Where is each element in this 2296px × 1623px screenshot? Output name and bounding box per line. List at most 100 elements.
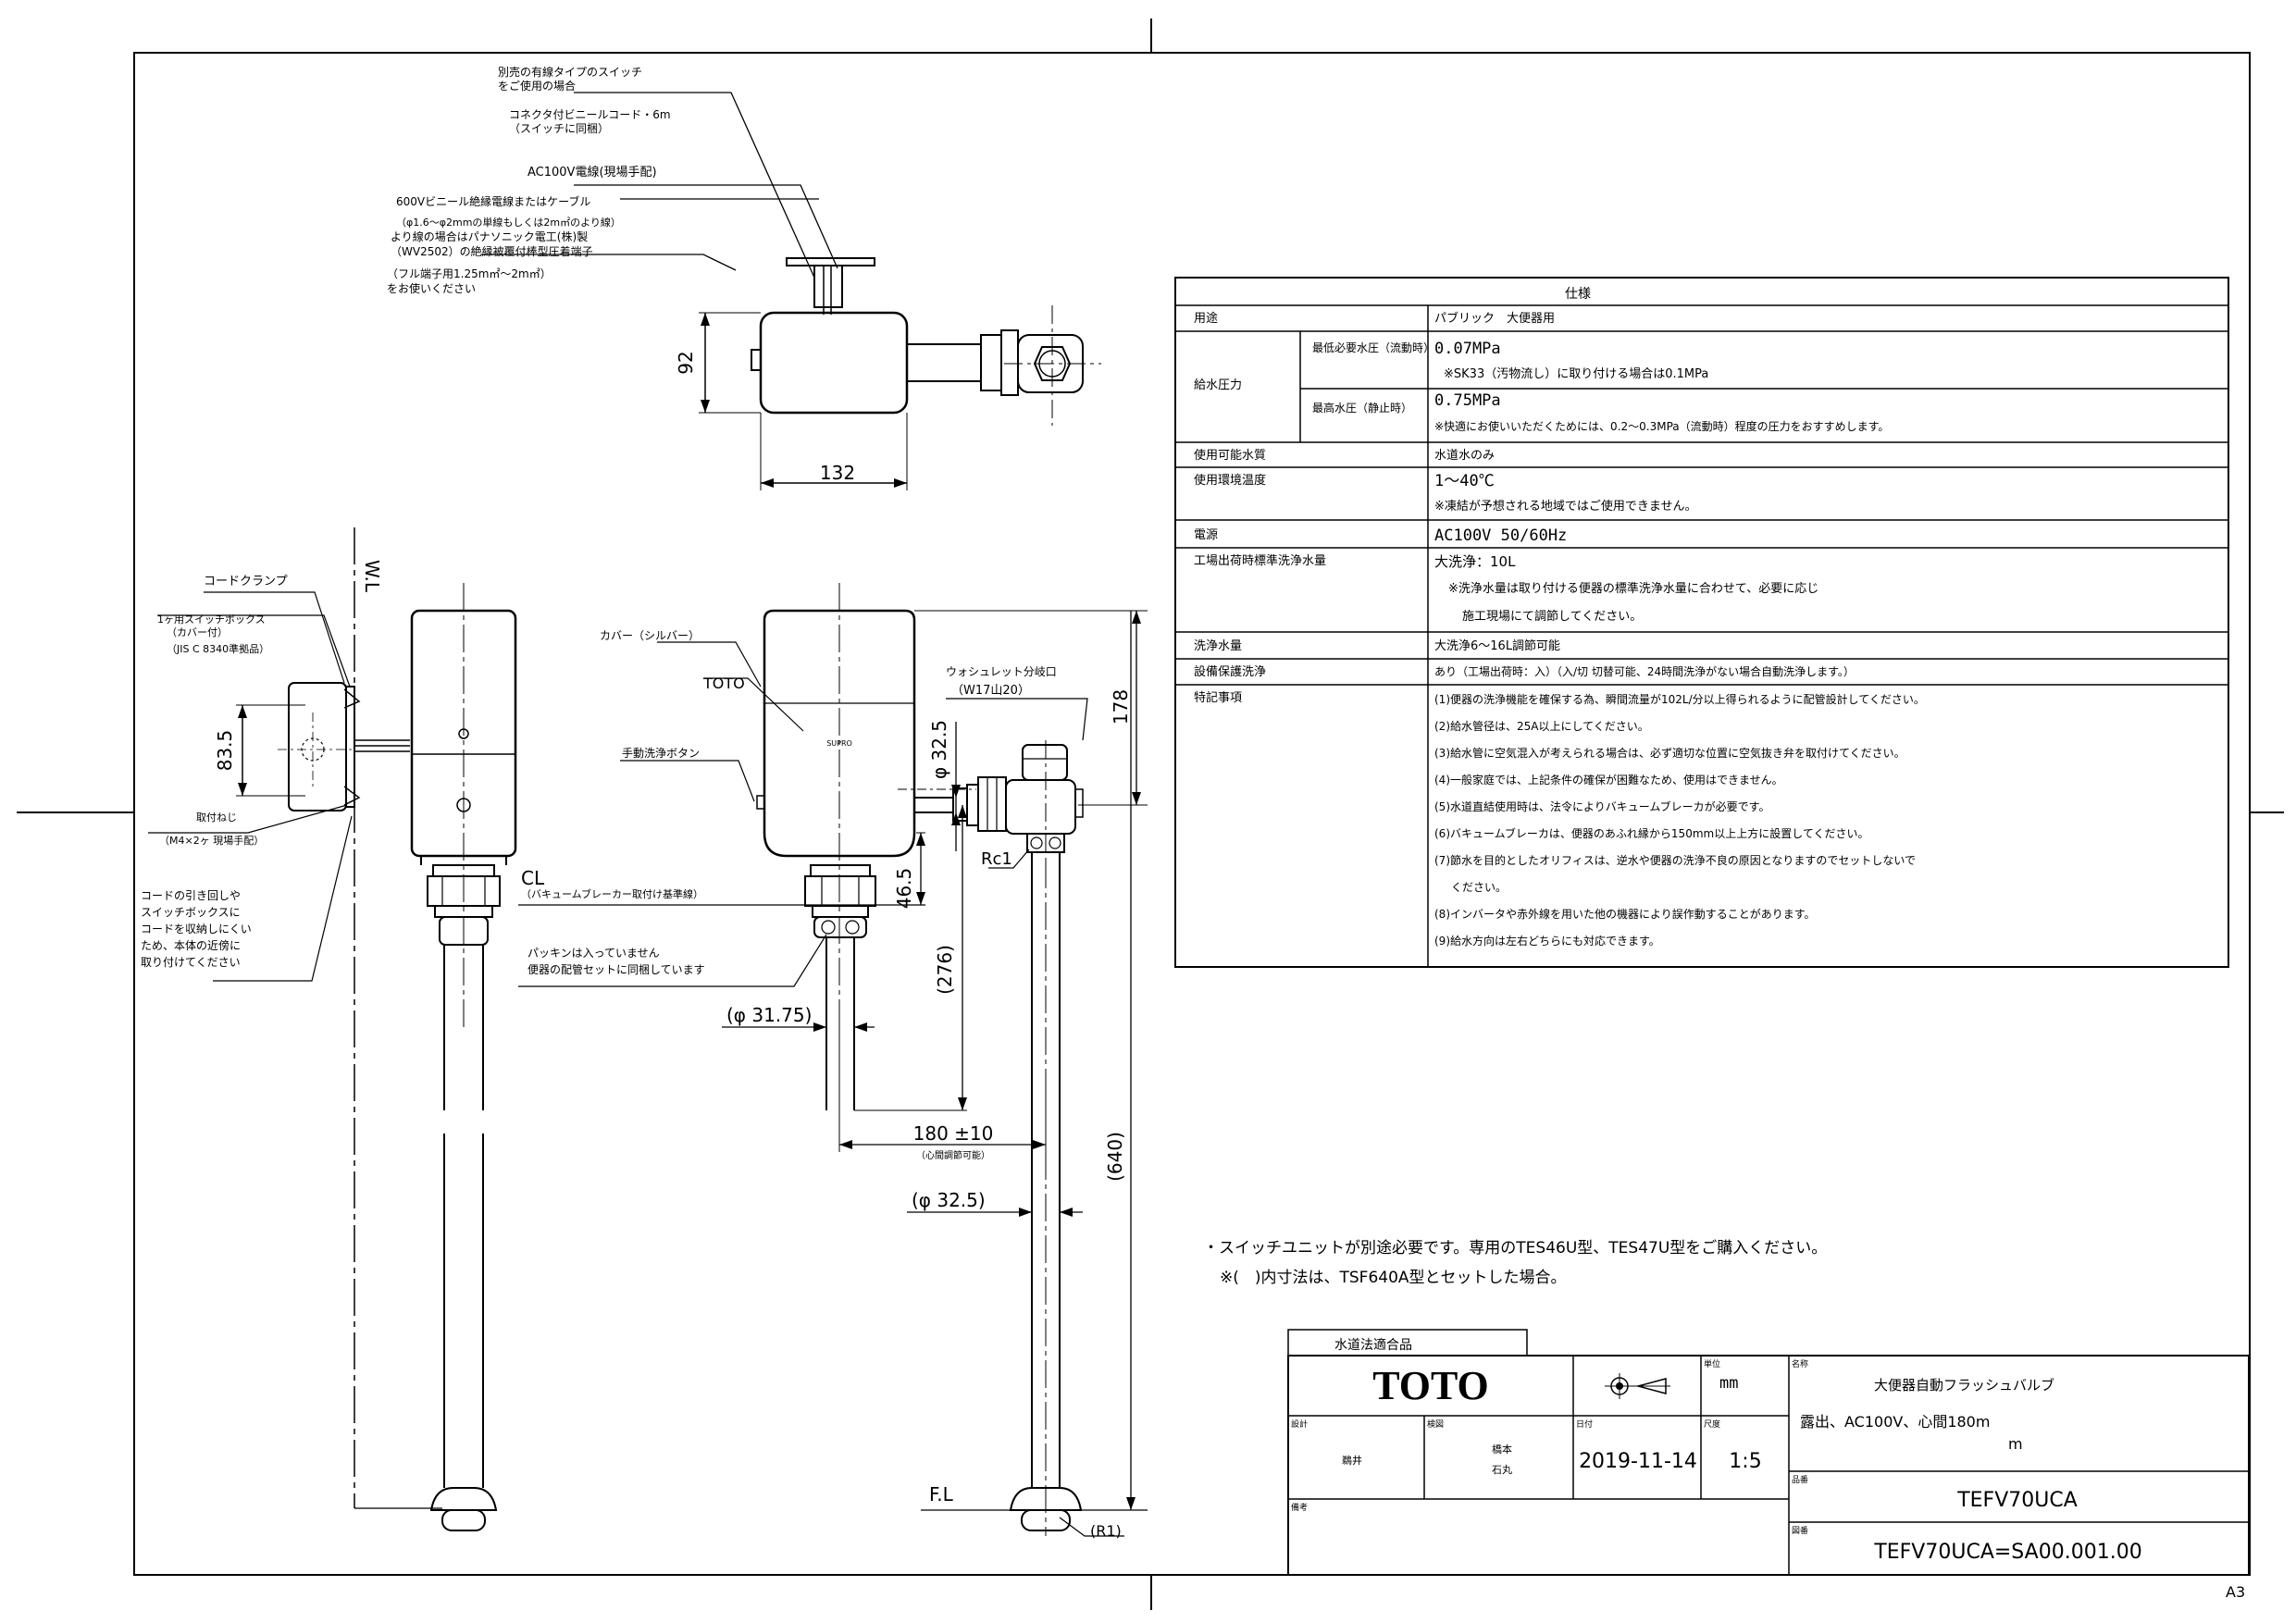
drawing-number: TEFV70UCA=SA00.001.00 bbox=[1873, 1541, 2141, 1564]
cl-label: CL bbox=[521, 867, 545, 889]
spec-val-use: パブリック 大便器用 bbox=[1434, 311, 1555, 326]
dim-178: 178 bbox=[1110, 689, 1132, 725]
cord-note-line5: 取り付けてください bbox=[141, 956, 241, 969]
spec-note-7b: ください。 bbox=[1451, 881, 1507, 894]
svg-text:SUPRO: SUPRO bbox=[826, 739, 852, 748]
spec-val-water: 水道水のみ bbox=[1434, 449, 1495, 463]
spec-key-notes: 特記事項 bbox=[1194, 690, 1242, 705]
check-value2: 石丸 bbox=[1492, 1464, 1512, 1476]
cord-note-line1: コードの引き回しや bbox=[141, 889, 241, 902]
sheet-size: A3 bbox=[2226, 1583, 2245, 1601]
spec-val-temperature: 1～40℃ bbox=[1434, 472, 1495, 490]
callout-switch-line1: 別売の有線タイプのスイッチ bbox=[498, 65, 642, 79]
callout-cable-line1: 600Vビニール絶縁電線またはケーブル bbox=[396, 194, 590, 208]
cover-label: カバー（シルバー） bbox=[600, 629, 700, 642]
design-label: 設計 bbox=[1291, 1419, 1308, 1430]
spec-val-min-pressure: 0.07MPa bbox=[1434, 340, 1501, 358]
spec-val-flush-volume: 大洗浄6～16L調節可能 bbox=[1434, 639, 1560, 653]
spec-key-power: 電源 bbox=[1194, 528, 1218, 542]
spec-key-protect: 設備保護洗浄 bbox=[1194, 664, 1266, 679]
cord-clamp-label: コードクランプ bbox=[204, 575, 288, 588]
date-label: 日付 bbox=[1576, 1419, 1593, 1430]
scale-value: 1:5 bbox=[1729, 1450, 1761, 1473]
dim-46-5: 46.5 bbox=[893, 868, 915, 910]
date-value: 2019-11-14 bbox=[1579, 1450, 1697, 1473]
wl-label: W.L bbox=[361, 560, 383, 593]
spec-val-min-pressure-note: ※SK33（汚物流し）に取り付ける場合は0.1MPa bbox=[1444, 367, 1708, 381]
spec-title: 仕様 bbox=[1565, 287, 1591, 302]
dim-top-width: 132 bbox=[820, 462, 855, 484]
switch-box-line1: 1ヶ用スイッチボックス bbox=[157, 613, 266, 626]
remarks-label: 備考 bbox=[1291, 1502, 1308, 1513]
fixing-screw-line1: 取付ねじ bbox=[196, 812, 237, 824]
unit-value: mm bbox=[1719, 1374, 1738, 1393]
callout-cable-line4: （WV2502）の絶縁被覆付棒型圧着端子 bbox=[391, 244, 593, 258]
cord-note-line4: ため、本体の近傍に bbox=[141, 938, 241, 952]
spec-key-factory-volume: 工場出荷時標準洗浄水量 bbox=[1194, 553, 1326, 568]
manual-button-label: 手動洗浄ボタン bbox=[622, 747, 700, 760]
spec-val-factory-volume: 大洗浄：10L bbox=[1434, 553, 1516, 570]
spec-val-protect: あり（工場出荷時：入）（入/切 切替可能、24時間洗浄がない場合自動洗浄します。… bbox=[1434, 664, 1855, 678]
spec-note-3: (3)給水管に空気混入が考えられる場合は、必ず適切な位置に空気抜き弁を取付けてく… bbox=[1434, 746, 1905, 760]
callout-cable-line2: （φ1.6～φ2mmの単線もしくは2m㎡のより線） bbox=[396, 216, 621, 229]
scale-label: 尺度 bbox=[1704, 1419, 1720, 1430]
model-label: 品番 bbox=[1792, 1474, 1808, 1485]
name-label: 名称 bbox=[1792, 1358, 1808, 1369]
top-view bbox=[481, 92, 1101, 490]
spec-val-max-pressure-note: ※快適にお使いいただくためには、0.2～0.3MPa（流動時）程度の圧力をおすす… bbox=[1434, 419, 1889, 433]
washlet-line2: （W17山20） bbox=[951, 684, 1030, 698]
callout-cable-line6: をお使いください bbox=[387, 281, 476, 295]
spec-note-1: (1)便器の洗浄機能を確保する為、瞬間流量が102L/分以上得られるように配管設… bbox=[1434, 692, 1925, 706]
cord-note-line2: スイッチボックスに bbox=[141, 906, 241, 919]
design-value: 鵜井 bbox=[1342, 1454, 1362, 1467]
toto-logo: TOTO bbox=[1372, 1363, 1489, 1408]
spec-sub-max-pressure: 最高水圧（静止時） bbox=[1312, 401, 1412, 415]
spec-note-2: (2)給水管径は、25A以上にしてください。 bbox=[1434, 719, 1649, 733]
check-label: 検図 bbox=[1427, 1419, 1444, 1430]
spec-sub-min-pressure: 最低必要水圧（流動時） bbox=[1312, 341, 1434, 354]
model-value: TEFV70UCA bbox=[1956, 1489, 2078, 1512]
spec-val-factory-note2: 施工現場にて調節してください。 bbox=[1462, 610, 1642, 624]
product-spec-cont: m bbox=[2008, 1435, 2023, 1453]
note-switch-unit: ・スイッチユニットが別途必要です。専用のTES46U型、TES47U型をご購入く… bbox=[1203, 1239, 1827, 1258]
fixing-screw-line2: （M4×2ヶ 現場手配） bbox=[159, 834, 264, 847]
dim-top-height: 92 bbox=[675, 351, 697, 374]
dim-32-5-vertical: φ 32.5 bbox=[928, 720, 950, 779]
r1-label: (R1) bbox=[1090, 1522, 1122, 1540]
note-parentheses: ※( )内寸法は、TSF640A型とセットした場合。 bbox=[1220, 1269, 1567, 1287]
spec-key-flush-volume: 洗浄水量 bbox=[1194, 639, 1242, 653]
callout-cable-line5: （フル端子用1.25m㎡～2m㎡） bbox=[387, 267, 552, 280]
spec-note-9: (9)給水方向は左右どちらにも対応できます。 bbox=[1434, 934, 1660, 948]
spec-key-pressure: 給水圧力 bbox=[1194, 378, 1242, 392]
spec-val-factory-note1: ※洗浄水量は取り付ける便器の標準洗浄水量に合わせて、必要に応じ bbox=[1448, 581, 1818, 596]
dim-32-5-horizontal: (φ 32.5) bbox=[912, 1189, 986, 1211]
toto-label: TOTO bbox=[702, 675, 745, 692]
dim-180: 180 ±10 bbox=[913, 1122, 994, 1145]
front-view: SUPRO bbox=[518, 583, 1148, 1537]
water-law-stamp: 水道法適合品 bbox=[1334, 1337, 1412, 1353]
spec-key-use: 用途 bbox=[1194, 311, 1218, 326]
spec-note-6: (6)バキュームブレーカは、便器のあふれ縁から150mm以上上方に設置してくださ… bbox=[1434, 826, 1868, 840]
spec-key-temperature: 使用環境温度 bbox=[1194, 473, 1266, 488]
unit-label: 単位 bbox=[1704, 1358, 1720, 1369]
fl-label: F.L bbox=[929, 1483, 954, 1505]
switch-box-line2: （カバー付） bbox=[167, 626, 228, 638]
rc1-label: Rc1 bbox=[981, 849, 1012, 869]
dim-640: (640) bbox=[1104, 1132, 1126, 1182]
dim-276: (276) bbox=[934, 945, 956, 995]
side-view bbox=[148, 527, 517, 1531]
spec-table bbox=[1174, 277, 2229, 968]
spec-note-8: (8)インバータや赤外線を用いた他の機器により誤作動することがあります。 bbox=[1434, 907, 1816, 921]
dim-box: 83.5 bbox=[214, 730, 236, 772]
callout-power: AC100V電線(現場手配) bbox=[527, 165, 657, 180]
switch-box-line3: （JIS C 8340準拠品） bbox=[167, 642, 269, 655]
dim-31-75: (φ 31.75) bbox=[726, 1004, 812, 1026]
spec-note-4: (4)一般家庭では、上記条件の確保が困難なため、使用はできません。 bbox=[1434, 773, 1783, 787]
drawing-frame bbox=[17, 19, 2284, 1610]
vacuum-breaker-label: （バキュームブレーカー取付け基準線） bbox=[521, 887, 703, 900]
spec-key-water: 使用可能水質 bbox=[1194, 448, 1266, 463]
spec-val-power: AC100V 50/60Hz bbox=[1434, 527, 1567, 545]
cord-note-line3: コードを収納しにくい bbox=[141, 923, 252, 935]
spec-val-temperature-note: ※凍結が予想される地域ではご使用できません。 bbox=[1434, 499, 1697, 514]
spec-val-max-pressure: 0.75MPa bbox=[1434, 391, 1501, 410]
